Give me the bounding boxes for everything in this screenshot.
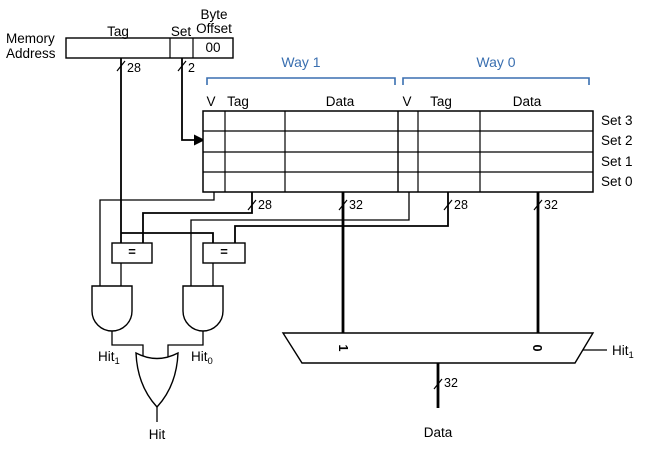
set-width-label: 2 <box>188 61 195 75</box>
way1-data-width-label: 32 <box>349 198 363 212</box>
hit-output-label: Hit <box>148 427 166 442</box>
and1-output-wire <box>111 331 144 360</box>
way0-data-width-label: 32 <box>544 198 558 212</box>
comparator2-label: = <box>220 244 228 259</box>
mux-out-width-slash <box>433 378 443 390</box>
address-tag-field-label: Tag <box>107 24 129 39</box>
way0-col-v-header: V <box>402 94 412 109</box>
wires <box>99 58 607 422</box>
way1-tag-width-slash <box>247 199 257 211</box>
way0-tag-width-label: 28 <box>454 198 468 212</box>
way1-col-data-header: Data <box>325 94 355 109</box>
and-gate-hit1 <box>91 285 133 332</box>
hit0-subscript: 0 <box>207 356 213 367</box>
cache-table <box>202 110 594 193</box>
way1-col-tag-header: Tag <box>227 94 249 109</box>
set0-row-label: Set 0 <box>601 174 633 189</box>
set1-row-label: Set 1 <box>601 154 633 169</box>
way0-tag-width-slash <box>443 199 453 211</box>
set2-row-label: Set 2 <box>601 133 633 148</box>
way1-bracket <box>206 77 396 85</box>
mux-out-width-label: 32 <box>444 376 458 390</box>
mux-select-label: Hit1 <box>612 343 634 361</box>
and0-output-wire <box>167 331 204 360</box>
way1-data-width-slash <box>338 199 348 211</box>
hit1-label: Hit1 <box>98 349 120 367</box>
way1-col-v-header: V <box>206 94 216 109</box>
memory-label-line2: Address <box>6 46 56 61</box>
byte-offset-label-line1: Byte <box>200 7 228 22</box>
mux-select-base: Hit <box>612 343 629 358</box>
memory-address-rect <box>65 37 234 59</box>
comparator1-box <box>111 242 153 264</box>
way0-col-data-header: Data <box>512 94 542 109</box>
hit0-base: Hit <box>191 349 208 364</box>
way0-col-tag-header: Tag <box>430 94 452 109</box>
set-width-slash <box>177 60 187 72</box>
way1-label: Way 1 <box>281 54 321 70</box>
mux-select-subscript: 1 <box>628 350 634 361</box>
byte-offset-value: 00 <box>205 40 221 55</box>
way1-tag-wire <box>142 192 253 243</box>
mux-input1-label: 1 <box>336 344 350 352</box>
way1-valid-wire <box>99 192 215 286</box>
address-set-field-label: Set <box>170 24 192 39</box>
way0-bracket <box>402 77 590 85</box>
way0-data-width-slash <box>533 199 543 211</box>
memory-label-line1: Memory <box>6 31 55 46</box>
hit0-label: Hit0 <box>191 349 213 367</box>
data-output-label: Data <box>423 425 453 440</box>
mux-trapezoid <box>281 332 595 364</box>
way1-tag-width-label: 28 <box>258 198 272 212</box>
mux-input0-label: 0 <box>530 344 544 352</box>
tag-width-label: 28 <box>127 61 141 75</box>
tag-width-slash <box>116 60 126 72</box>
bus-width-slashes <box>116 60 543 390</box>
byte-offset-label-line2: Offset <box>196 21 232 36</box>
way0-valid-wire <box>190 192 410 286</box>
set-index-wire <box>181 58 196 141</box>
set-arrowhead-icon <box>194 134 205 146</box>
address-tag-branch-wire <box>121 232 214 243</box>
memory-address-box <box>65 37 234 59</box>
set3-row-label: Set 3 <box>601 113 633 128</box>
way0-tag-wire <box>234 192 449 243</box>
or-gate <box>135 351 179 409</box>
hit1-subscript: 1 <box>114 356 120 367</box>
hit1-base: Hit <box>98 349 115 364</box>
comparator1-label: = <box>128 244 136 259</box>
and-gate-hit0 <box>182 285 224 332</box>
way0-label: Way 0 <box>476 54 516 70</box>
way-brackets <box>206 77 590 85</box>
comparator2-box <box>202 242 246 264</box>
